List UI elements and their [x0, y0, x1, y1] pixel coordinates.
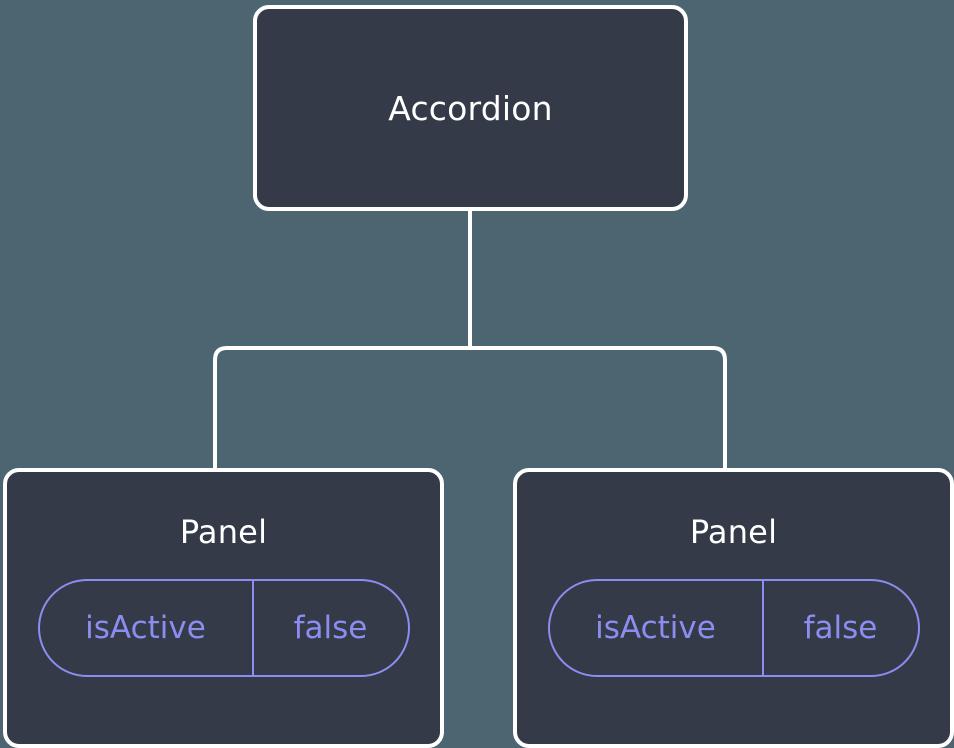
- connector-child-bus: [213, 346, 727, 470]
- prop-badge-isactive-left[interactable]: isActive false: [37, 579, 410, 677]
- node-panel-left[interactable]: Panel isActive false: [3, 468, 444, 748]
- prop-key-left: isActive: [40, 581, 254, 675]
- prop-badge-isactive-right[interactable]: isActive false: [547, 579, 920, 677]
- node-title-accordion: Accordion: [388, 88, 553, 128]
- prop-value-left: false: [293, 609, 368, 646]
- node-title-panel-right: Panel: [689, 513, 778, 551]
- prop-value-right: false: [803, 609, 878, 646]
- node-panel-right[interactable]: Panel isActive false: [513, 468, 954, 748]
- node-accordion[interactable]: Accordion: [253, 5, 688, 211]
- node-title-panel-left: Panel: [179, 513, 268, 551]
- prop-key-right: isActive: [550, 581, 764, 675]
